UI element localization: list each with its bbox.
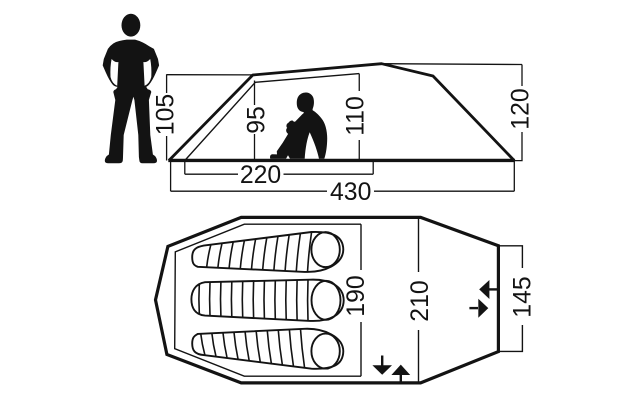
svg-text:430: 430 <box>330 179 371 206</box>
svg-text:110: 110 <box>343 96 370 136</box>
svg-text:95: 95 <box>244 106 271 134</box>
svg-text:105: 105 <box>153 94 180 135</box>
svg-text:190: 190 <box>343 275 370 316</box>
svg-text:210: 210 <box>407 280 434 321</box>
svg-text:220: 220 <box>240 162 281 189</box>
svg-text:120: 120 <box>508 88 535 129</box>
svg-text:145: 145 <box>510 276 537 317</box>
